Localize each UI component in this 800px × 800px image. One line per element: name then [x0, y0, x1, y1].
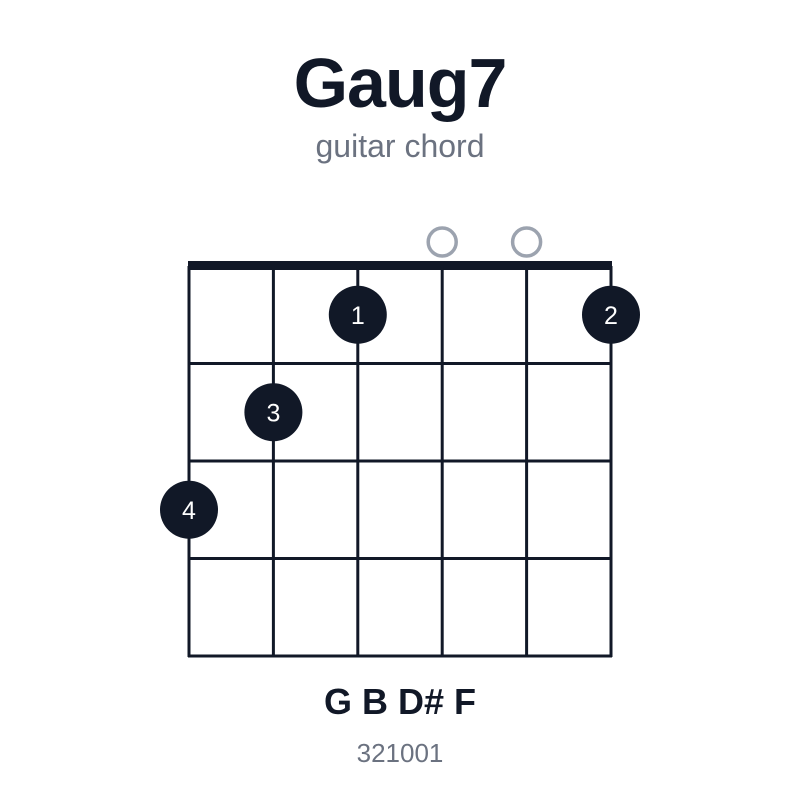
chord-notes: G B D# F [323, 681, 476, 722]
finger-dot [582, 285, 640, 344]
finger-dot [160, 480, 218, 539]
finger-dot [328, 285, 387, 344]
nut [188, 261, 612, 270]
chord-fingering: 321001 [356, 738, 444, 768]
chord-subtitle: guitar chord [315, 128, 485, 164]
finger-dot [244, 383, 303, 442]
finger-number: 4 [182, 497, 196, 525]
finger-number: 2 [604, 302, 618, 330]
finger-number: 1 [351, 302, 365, 330]
finger-number: 3 [266, 399, 280, 427]
chord-name: Gaug7 [293, 44, 508, 122]
open-string-marker [510, 226, 543, 258]
open-string-marker [426, 226, 458, 258]
